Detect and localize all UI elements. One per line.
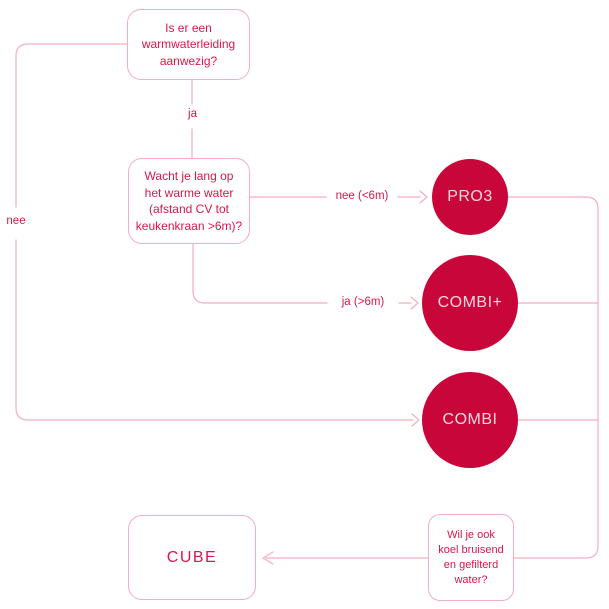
result-cube-label: CUBE — [166, 548, 218, 566]
question-box-warmwaterleiding: Is er een warmwaterleiding aanwezig? — [127, 9, 250, 80]
question-line: (afstand CV tot — [148, 202, 230, 216]
question-line: Wil je ook — [447, 528, 495, 541]
question-line: en gefilterd — [443, 558, 499, 571]
question-line: Wacht je lang op — [144, 169, 234, 183]
result-node-pro3: PRO3 — [432, 159, 508, 235]
result-pro3-label: PRO3 — [447, 188, 493, 205]
arrowhead-combi-plus — [410, 296, 419, 310]
edge-nee-upper — [15, 43, 128, 208]
result-combi-plus-label: COMBI+ — [437, 294, 503, 311]
edge-nee-lower — [15, 239, 414, 421]
result-box-cube: CUBE — [128, 515, 256, 600]
question-line: warmwaterleiding — [141, 37, 236, 52]
result-combi-label: COMBI — [442, 411, 498, 428]
edge-label-ja: ja — [180, 108, 205, 120]
question-text: Is er een warmwaterleiding aanwezig? — [142, 20, 235, 70]
question-box-koel-bruisend: Wil je ook koel bruisend en gefilterd wa… — [428, 514, 514, 601]
arrowhead-cube — [262, 551, 274, 565]
question-line: aanwezig? — [159, 53, 218, 68]
question-line: het warme water — [144, 185, 234, 200]
edge-ja6m-left — [192, 243, 328, 304]
edge-label-nee-lt6m: nee (<6m) — [328, 190, 396, 202]
edge-label-ja-gt6m: ja (>6m) — [329, 296, 397, 308]
arrowhead-combi — [411, 413, 420, 427]
question-line: koel bruisend — [438, 543, 504, 556]
question-line: Is er een — [165, 20, 212, 35]
result-node-combi: COMBI — [422, 372, 518, 468]
question-text: Wil je ook koel bruisend en gefilterd wa… — [438, 528, 503, 588]
question-box-wachttijd: Wacht je lang op het warme water (afstan… — [128, 158, 250, 244]
arrowhead-pro3 — [419, 190, 428, 204]
question-text: Wacht je lang op het warme water (afstan… — [136, 168, 242, 234]
edge-right-rail — [507, 196, 599, 559]
question-line: keukenkraan >6m)? — [135, 218, 243, 233]
question-line: water? — [454, 573, 488, 586]
edge-label-nee: nee — [1, 215, 31, 227]
result-node-combi-plus: COMBI+ — [422, 255, 518, 351]
